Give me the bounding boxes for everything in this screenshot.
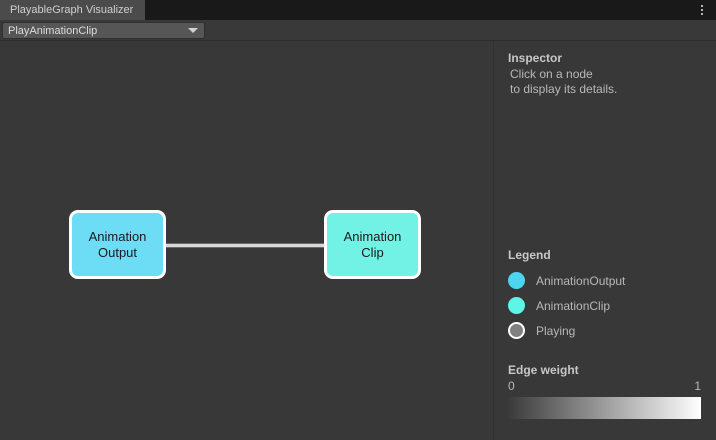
edge-weight-min-label: 0 xyxy=(508,379,515,393)
graph-node-label: Animation Output xyxy=(88,228,147,260)
legend-item-label: Playing xyxy=(536,323,576,338)
kebab-dot xyxy=(701,5,703,7)
edge-weight-title: Edge weight xyxy=(508,363,579,377)
window-tab-bar: PlayableGraph Visualizer xyxy=(0,0,716,20)
inspector-message: Click on a node to display its details. xyxy=(510,67,618,96)
legend-color-swatch xyxy=(508,272,525,289)
legend-color-swatch xyxy=(508,322,525,339)
graph-node-label: Animation Clip xyxy=(343,228,402,260)
legend-color-swatch xyxy=(508,297,525,314)
legend-item-animationoutput: AnimationOutput xyxy=(508,268,708,293)
graph-node-animation-output[interactable]: Animation Output xyxy=(69,210,166,279)
toolbar: PlayAnimationClip xyxy=(0,20,716,41)
graph-canvas[interactable]: Animation Output Animation Clip xyxy=(0,41,493,440)
inspector-title: Inspector xyxy=(508,51,563,65)
graph-edge-output-to-clip[interactable] xyxy=(166,243,324,248)
tab-bar-filler xyxy=(145,0,690,20)
kebab-dot xyxy=(701,9,703,11)
edge-weight-gradient-bar xyxy=(508,397,701,419)
graph-selector-value: PlayAnimationClip xyxy=(8,24,98,37)
legend-item-label: AnimationOutput xyxy=(536,273,626,288)
tab-label: PlayableGraph Visualizer xyxy=(10,4,134,16)
legend-item-label: AnimationClip xyxy=(536,298,611,313)
tab-playablegraph-visualizer[interactable]: PlayableGraph Visualizer xyxy=(0,0,146,20)
legend-title: Legend xyxy=(508,248,551,262)
kebab-dot xyxy=(701,13,703,15)
legend-item-animationclip: AnimationClip xyxy=(508,293,708,318)
legend-list: AnimationOutput AnimationClip Playing xyxy=(508,268,708,343)
edge-weight-scale: 0 1 xyxy=(508,379,701,393)
edge-weight-max-label: 1 xyxy=(694,379,701,393)
graph-node-animation-clip[interactable]: Animation Clip xyxy=(324,210,421,279)
graph-selector-dropdown[interactable]: PlayAnimationClip xyxy=(2,22,205,39)
legend-item-playing: Playing xyxy=(508,318,708,343)
side-panel: Inspector Click on a node to display its… xyxy=(493,41,716,440)
chevron-down-icon xyxy=(188,28,198,33)
kebab-menu-icon[interactable] xyxy=(690,0,714,20)
